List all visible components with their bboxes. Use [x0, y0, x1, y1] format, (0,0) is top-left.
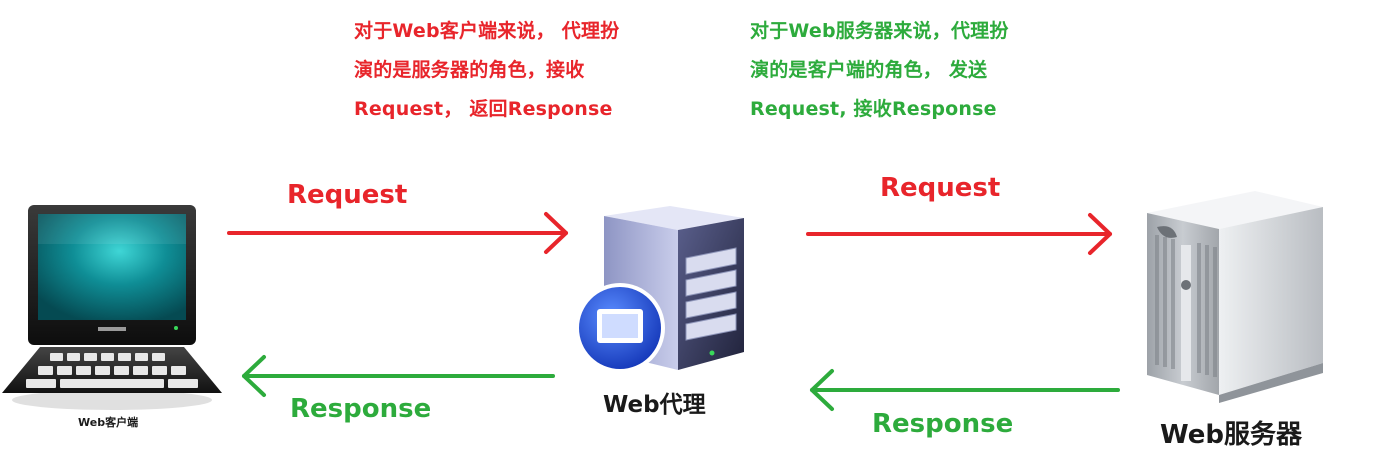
server-note-line-2: 演的是客户端的角色， 发送	[750, 59, 988, 81]
proxy-server-icon	[575, 206, 744, 373]
request-label-right: Request	[880, 173, 1001, 203]
response-label-right: Response	[872, 409, 1014, 439]
proxy-label: Web代理	[603, 392, 706, 418]
client-note-line-1: 对于Web客户端来说， 代理扮	[354, 20, 620, 42]
server-note-line-3: Request, 接收Response	[750, 98, 997, 120]
response-arrow-server-to-proxy	[810, 369, 1120, 411]
response-arrow-proxy-to-client	[242, 355, 555, 397]
client-side-note: 对于Web客户端来说， 代理扮 演的是服务器的角色，接收 Request， 返回…	[354, 12, 619, 129]
client-note-line-2: 演的是服务器的角色，接收	[354, 59, 585, 81]
server-note-line-1: 对于Web服务器来说，代理扮	[750, 20, 1009, 42]
computer-icon	[2, 205, 222, 410]
client-note-line-3: Request， 返回Response	[354, 98, 613, 120]
server-tower-icon	[1147, 191, 1323, 403]
request-arrow-proxy-to-server	[806, 213, 1112, 255]
request-arrow-client-to-proxy	[227, 212, 568, 254]
client-label: Web客户端	[78, 416, 139, 429]
response-label-left: Response	[290, 394, 432, 424]
server-side-note: 对于Web服务器来说，代理扮 演的是客户端的角色， 发送 Request, 接收…	[750, 12, 1009, 129]
request-label-left: Request	[287, 180, 408, 210]
server-label: Web服务器	[1160, 420, 1302, 450]
